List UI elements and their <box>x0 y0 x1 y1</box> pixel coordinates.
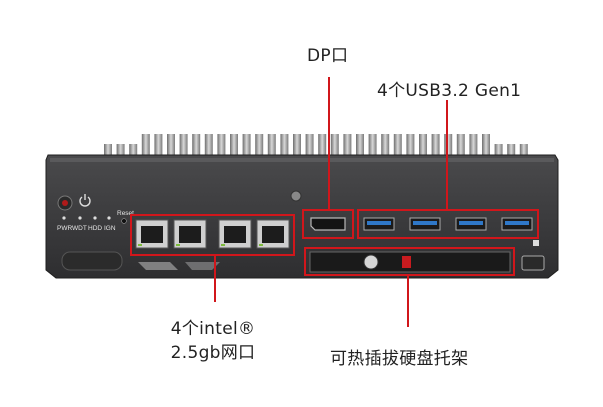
indicator-square <box>533 240 539 246</box>
power-symbol-icon <box>79 196 91 207</box>
rj45-socket <box>224 226 246 243</box>
power-led-icon <box>62 200 68 206</box>
status-leds <box>62 216 127 224</box>
link-led-icon <box>138 244 142 246</box>
usb-tongue <box>413 221 437 225</box>
lan-highlight-box <box>130 214 295 256</box>
rj45-socket <box>179 226 201 243</box>
link-led-icon <box>221 244 225 246</box>
usb-tongue <box>367 221 391 225</box>
brand-logo-icon <box>521 255 545 271</box>
tray-latch[interactable] <box>402 256 411 268</box>
led-label-ign: IGN <box>104 225 116 232</box>
reset-button[interactable] <box>121 218 127 224</box>
lan-ports <box>135 219 290 249</box>
led-label-hdd: HDD <box>88 225 102 232</box>
tray-lock-screw-icon[interactable] <box>363 254 379 270</box>
screw-icon <box>290 190 302 202</box>
callout-lan-line2: 2.5gb网口 <box>170 343 256 363</box>
led-label-pwr: PWR <box>57 225 72 232</box>
led-label-wdt: WDT <box>72 225 87 232</box>
reset-label: Reset <box>117 210 134 217</box>
rj45-socket <box>262 226 284 243</box>
callout-usb-ports: 4个USB3.2 Gen1 <box>377 81 522 101</box>
usb-tongue <box>505 221 529 225</box>
hdd-highlight-box <box>304 247 515 276</box>
callout-hdd-tray: 可热插拔硬盘托架 <box>330 349 469 369</box>
rj45-socket <box>141 226 163 243</box>
link-led-icon <box>259 244 263 246</box>
rear-cutout <box>61 251 123 271</box>
displayport-port[interactable] <box>310 217 346 231</box>
link-led-icon <box>176 244 180 246</box>
chassis-top-edge <box>50 158 554 162</box>
callout-lan-line1: 4个intel® <box>170 319 256 339</box>
usb-tongue <box>459 221 483 225</box>
callout-dp-port: DP口 <box>307 46 349 66</box>
usb-ports <box>363 217 533 231</box>
